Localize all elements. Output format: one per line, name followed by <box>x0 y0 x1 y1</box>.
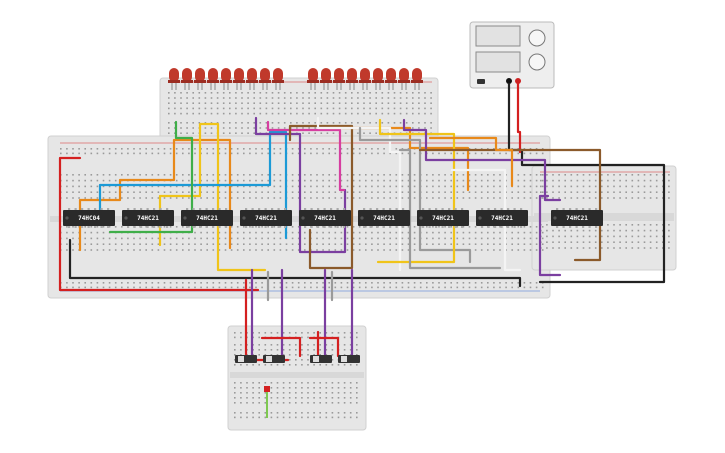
indicator-led <box>264 386 270 418</box>
led <box>346 68 358 90</box>
wire-red-switch-2 <box>308 336 340 358</box>
ic-chip: 74HC04 <box>63 208 115 228</box>
led <box>233 68 245 90</box>
led <box>194 68 206 90</box>
slide-switch-knob-3 <box>313 356 319 362</box>
led <box>207 68 219 90</box>
ic-chip: 74HC21 <box>358 208 410 228</box>
led <box>385 68 397 90</box>
wire-purple-2 <box>402 118 562 202</box>
led <box>272 68 284 90</box>
wire-red-switch-1 <box>260 336 302 358</box>
ic-chip-label: 74HC21 <box>566 215 588 222</box>
wire-yellow-2 <box>376 118 456 264</box>
psu-voltage-knob <box>528 29 546 47</box>
ic-chip: 74HC21 <box>240 208 292 228</box>
slide-switches <box>235 355 360 363</box>
ic-chip: 74HC21 <box>417 208 469 228</box>
psu-voltage-display <box>475 25 521 47</box>
ic-chip: 74HC21 <box>551 208 603 228</box>
led <box>359 68 371 90</box>
wire-brown-1 <box>288 124 354 270</box>
led-row <box>168 68 423 90</box>
psu-power-switch <box>477 79 485 84</box>
ic-chip-label: 74HC21 <box>314 215 336 222</box>
wire-black-bottom-rail <box>68 238 522 288</box>
ic-chip: 74HC21 <box>476 208 528 228</box>
ic-chip-label: 74HC21 <box>196 215 218 222</box>
led <box>307 68 319 90</box>
wire-orange-3 <box>428 136 514 188</box>
wire-purple-3 <box>538 194 562 277</box>
led <box>411 68 423 90</box>
wire-orange-1 <box>78 138 232 252</box>
slide-switch-knob-1 <box>238 356 244 362</box>
wire-gray-1 <box>358 126 472 264</box>
psu-positive-terminal <box>515 78 521 84</box>
ic-chip-label: 74HC04 <box>78 215 100 222</box>
power-supply <box>469 21 555 89</box>
psu-current-knob <box>528 53 546 71</box>
led <box>398 68 410 90</box>
led <box>333 68 345 90</box>
ic-chip: 74HC21 <box>299 208 351 228</box>
ic-row: 74HC04 74HC21 74HC21 74HC21 74HC21 74HC21 74HC… <box>63 208 603 228</box>
wire-purple-1 <box>254 116 347 254</box>
ic-chip-label: 74HC21 <box>432 215 454 222</box>
ic-chip-label: 74HC21 <box>137 215 159 222</box>
ic-chip: 74HC21 <box>122 208 174 228</box>
wire-yellow-1 <box>158 122 267 272</box>
psu-current-display <box>475 51 521 73</box>
wires <box>58 82 666 362</box>
slide-switch-knob-2 <box>266 356 272 362</box>
led <box>372 68 384 90</box>
ic-chip: 74HC21 <box>181 208 233 228</box>
led <box>259 68 271 90</box>
switch-channel <box>230 372 364 378</box>
led <box>181 68 193 90</box>
wire-blue-1 <box>98 130 288 240</box>
ic-chip-label: 74HC21 <box>491 215 513 222</box>
wire-gray-2 <box>398 148 502 270</box>
led <box>168 68 180 90</box>
slide-switch-knob-4 <box>341 356 347 362</box>
wire-red-left <box>58 156 260 292</box>
ic-chip-label: 74HC21 <box>255 215 277 222</box>
right-channel <box>534 213 674 221</box>
led <box>246 68 258 90</box>
psu-negative-terminal <box>506 78 512 84</box>
wire-psu-positive <box>516 82 522 154</box>
led <box>220 68 232 90</box>
ic-chip-label: 74HC21 <box>373 215 395 222</box>
wire-pink-1 <box>266 120 346 192</box>
wire-green-1 <box>108 120 194 234</box>
led <box>320 68 332 90</box>
